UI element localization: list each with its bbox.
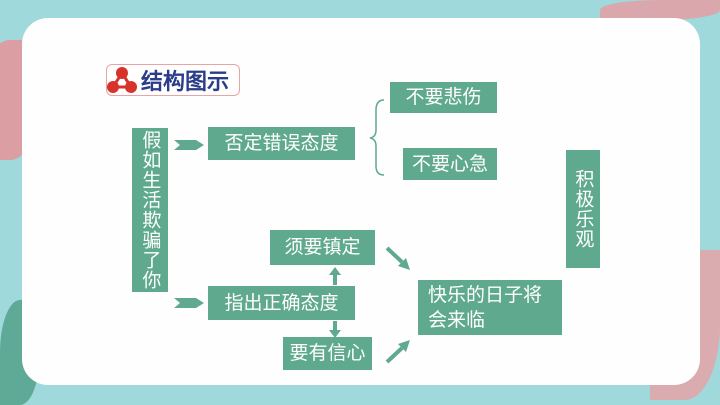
conclusion-box: 积极乐观 xyxy=(566,150,600,268)
branch2-up-box: 须要镇定 xyxy=(270,230,375,265)
branch2-box: 指出正确态度 xyxy=(208,286,355,320)
arrow-icon xyxy=(329,246,410,364)
structure-icon xyxy=(107,67,137,93)
branch1-item: 不要悲伤 xyxy=(390,82,497,113)
branch1-box: 否定错误态度 xyxy=(208,127,355,160)
branch1-item: 不要心急 xyxy=(403,148,497,180)
section-title: 结构图示 xyxy=(106,64,240,96)
section-title-text: 结构图示 xyxy=(141,70,230,95)
leaf-decoration xyxy=(600,0,720,20)
result-box: 快乐的日子将会来临 xyxy=(418,280,562,335)
brace-icon xyxy=(369,99,385,176)
branch2-down-box: 要有信心 xyxy=(283,337,372,370)
chevron-arrow-icon xyxy=(174,140,204,308)
root-box: 假如生活欺骗了你 xyxy=(132,128,168,292)
